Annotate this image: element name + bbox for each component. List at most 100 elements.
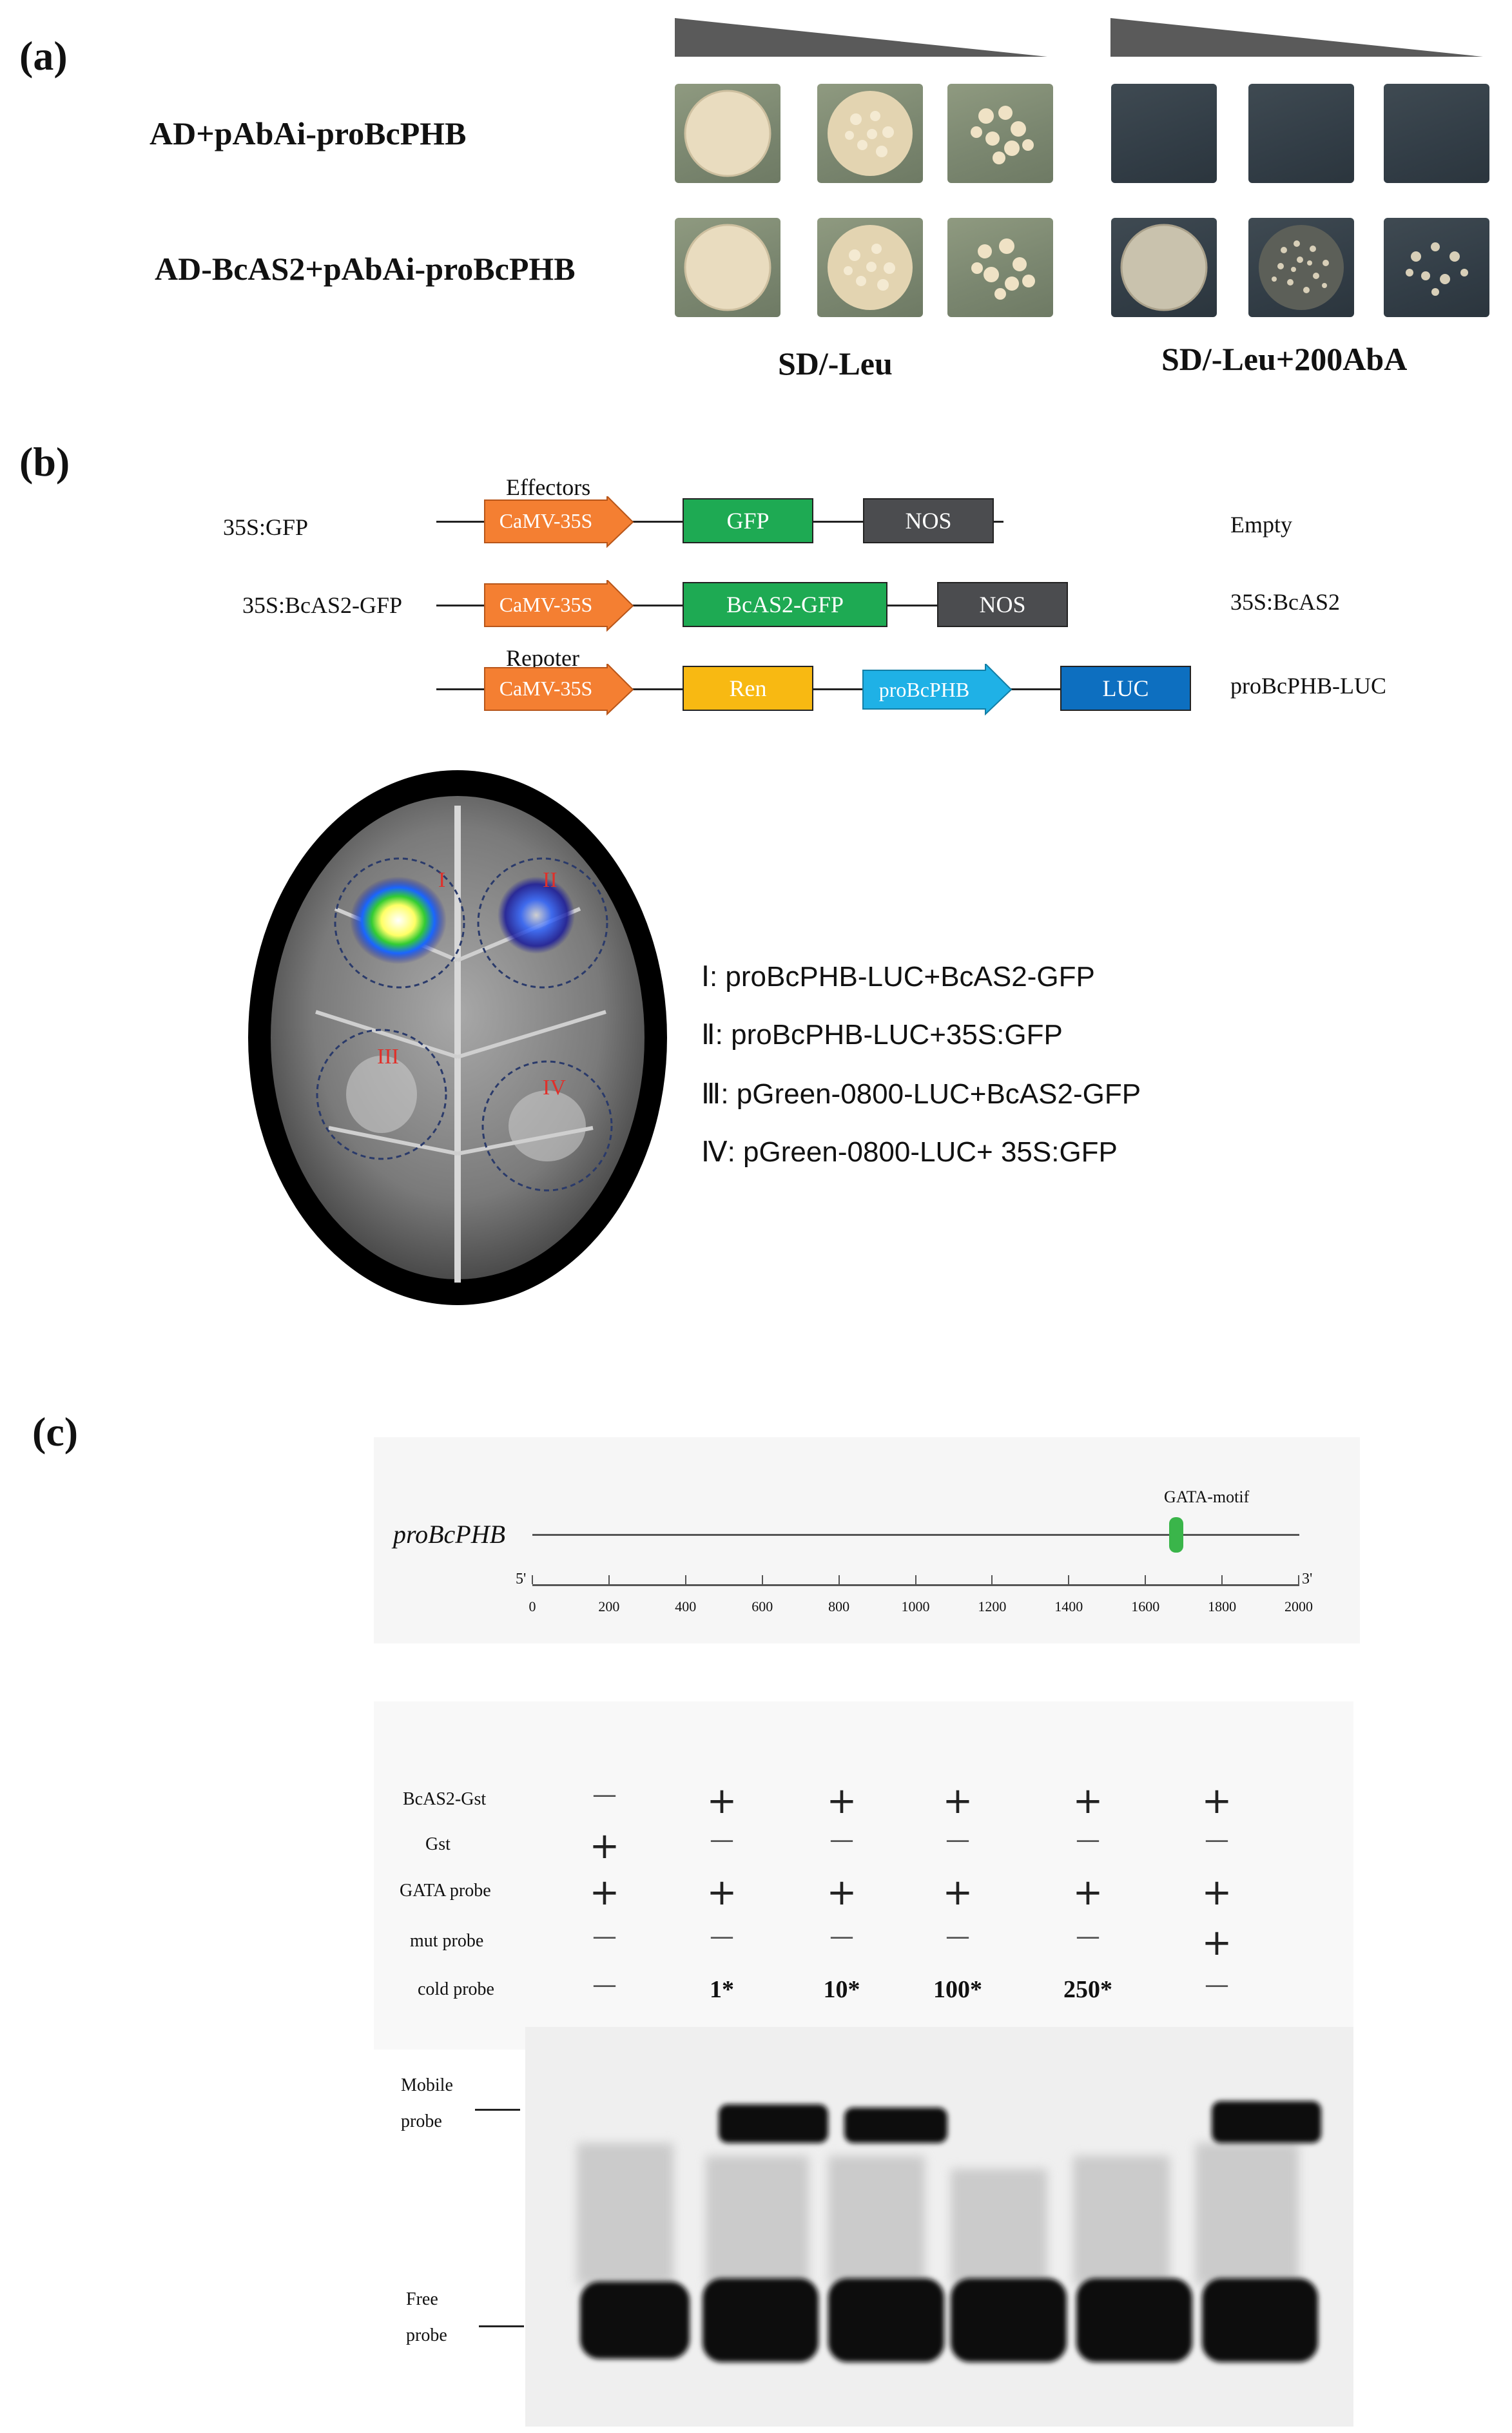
plate-r1-c4 [1111,84,1217,183]
axis-tick [838,1575,840,1584]
dilution-wedge-left [675,18,1047,57]
yeast-row-label-1: AD+pAbAi-proBcPHB [150,115,467,151]
emsa-cell: — [592,1780,617,1808]
axis-tick-label: 400 [675,1598,697,1614]
mobile-probe-tick [475,2109,520,2111]
bcas2-gfp-box: BcAS2-GFP [683,582,887,627]
emsa-cell: 100* [933,1976,982,2003]
axis-3prime: 3' [1302,1571,1313,1587]
axis-tick [684,1575,686,1584]
construct-1-right-label: Empty [1230,512,1292,538]
medium-label-sd-leu-aba: SD/-Leu+200AbA [1161,341,1408,377]
plate-r1-c5 [1248,84,1354,183]
axis-tick-label: 1800 [1208,1598,1237,1614]
emsa-cell: + [942,1780,973,1822]
axis-tick-label: 1200 [978,1598,1007,1614]
axis-tick [1145,1575,1147,1584]
construct-2-left-label: 35S:BcAS2-GFP [242,592,403,618]
axis-tick [1298,1575,1299,1584]
construct-1-left-label: 35S:GFP [223,514,309,540]
nos-box-2: NOS [937,582,1068,627]
plate-r2-c2 [817,218,923,317]
nos-box-1: NOS [863,498,994,543]
axis-tick-label: 800 [828,1598,850,1614]
gata-motif-marker [1168,1517,1183,1553]
emsa-cell: — [592,1922,617,1950]
gata-motif-label: GATA-motif [1164,1488,1250,1506]
panel-c-label: (c) [32,1409,79,1455]
leaf-mark-1: I [438,868,445,892]
emsa-cell: — [945,1825,970,1854]
leaf-mark-4: IV [543,1076,566,1100]
emsa-cell: 1* [710,1976,734,2003]
emsa-cell: — [1205,1970,1229,1999]
axis-tick [915,1575,916,1584]
panel-b-label: (b) [19,439,70,485]
promoter-name: proBcPHB [393,1520,506,1549]
free-probe-label-1: Free [406,2289,438,2309]
effectors-title: Effectors [506,474,591,500]
camv35s-arrow-3 [484,664,634,715]
emsa-row-label: cold probe [418,1979,494,1999]
axis-tick [608,1575,610,1584]
plate-r1-c1 [675,84,780,183]
luciferase-leaf-image: I II III IV [248,770,667,1305]
axis-tick-label: 1400 [1054,1598,1083,1614]
emsa-cell: — [1076,1825,1100,1854]
emsa-cell: + [826,1780,857,1822]
emsa-table-panel [374,1701,1353,2050]
probcphb-arrow [862,664,1013,715]
camv35s-label-1: CaMV-35S [499,509,593,532]
emsa-cell: — [592,1970,617,1999]
emsa-cell: — [1076,1922,1100,1950]
axis-tick-label: 200 [598,1598,620,1614]
plate-r2-c3 [947,218,1053,317]
emsa-cell: + [1201,1922,1232,1964]
legend-item-4: Ⅳ: pGreen-0800-LUC+ 35S:GFP [701,1136,1118,1168]
emsa-cell: — [1205,1825,1229,1854]
emsa-row-label: GATA probe [400,1881,491,1901]
leaf-mark-2: II [543,868,557,892]
legend-item-1: Ⅰ: proBcPHB-LUC+BcAS2-GFP [701,961,1095,993]
axis-tick-label: 2000 [1284,1598,1313,1614]
free-probe-tick [479,2325,524,2327]
emsa-cell: — [710,1922,734,1950]
plate-r2-c4 [1111,218,1217,317]
plate-r1-c2 [817,84,923,183]
construct-2-right-label: 35S:BcAS2 [1230,589,1341,615]
promoter-line [532,1534,1299,1536]
axis-tick [761,1575,763,1584]
plate-r1-c6 [1384,84,1489,183]
luc-box: LUC [1060,666,1191,711]
promoter-map-panel [374,1437,1360,1643]
mobile-probe-label-2: probe [401,2111,442,2131]
emsa-cell: + [942,1872,973,1914]
mobile-probe-label-1: Mobile [401,2075,453,2095]
scale-axis-line [532,1584,1299,1586]
medium-label-sd-leu: SD/-Leu [778,345,893,382]
emsa-cell: + [1201,1780,1232,1822]
axis-5prime: 5' [516,1571,527,1587]
axis-tick [532,1575,533,1584]
gfp-box: GFP [683,498,813,543]
emsa-row-label: mut probe [410,1931,484,1951]
emsa-gel-image [525,2027,1353,2427]
dilution-wedge-right [1110,18,1483,57]
legend-item-2: Ⅱ: proBcPHB-LUC+35S:GFP [701,1019,1063,1051]
emsa-cell: + [706,1872,737,1914]
probcphb-label: proBcPHB [878,677,970,701]
axis-tick-label: 1000 [901,1598,930,1614]
camv35s-arrow-1 [484,496,634,548]
plate-r2-c5 [1248,218,1354,317]
leaf-mark-3: III [377,1045,399,1069]
axis-tick-label: 0 [528,1598,536,1614]
emsa-cell: + [589,1825,620,1867]
emsa-cell: + [589,1872,620,1914]
reporter-title: Repoter [506,645,579,671]
camv35s-arrow-2 [484,580,634,632]
emsa-cell: + [826,1872,857,1914]
emsa-cell: 10* [823,1976,860,2003]
emsa-cell: + [1201,1872,1232,1914]
axis-tick-label: 600 [751,1598,773,1614]
plate-r2-c1 [675,218,780,317]
